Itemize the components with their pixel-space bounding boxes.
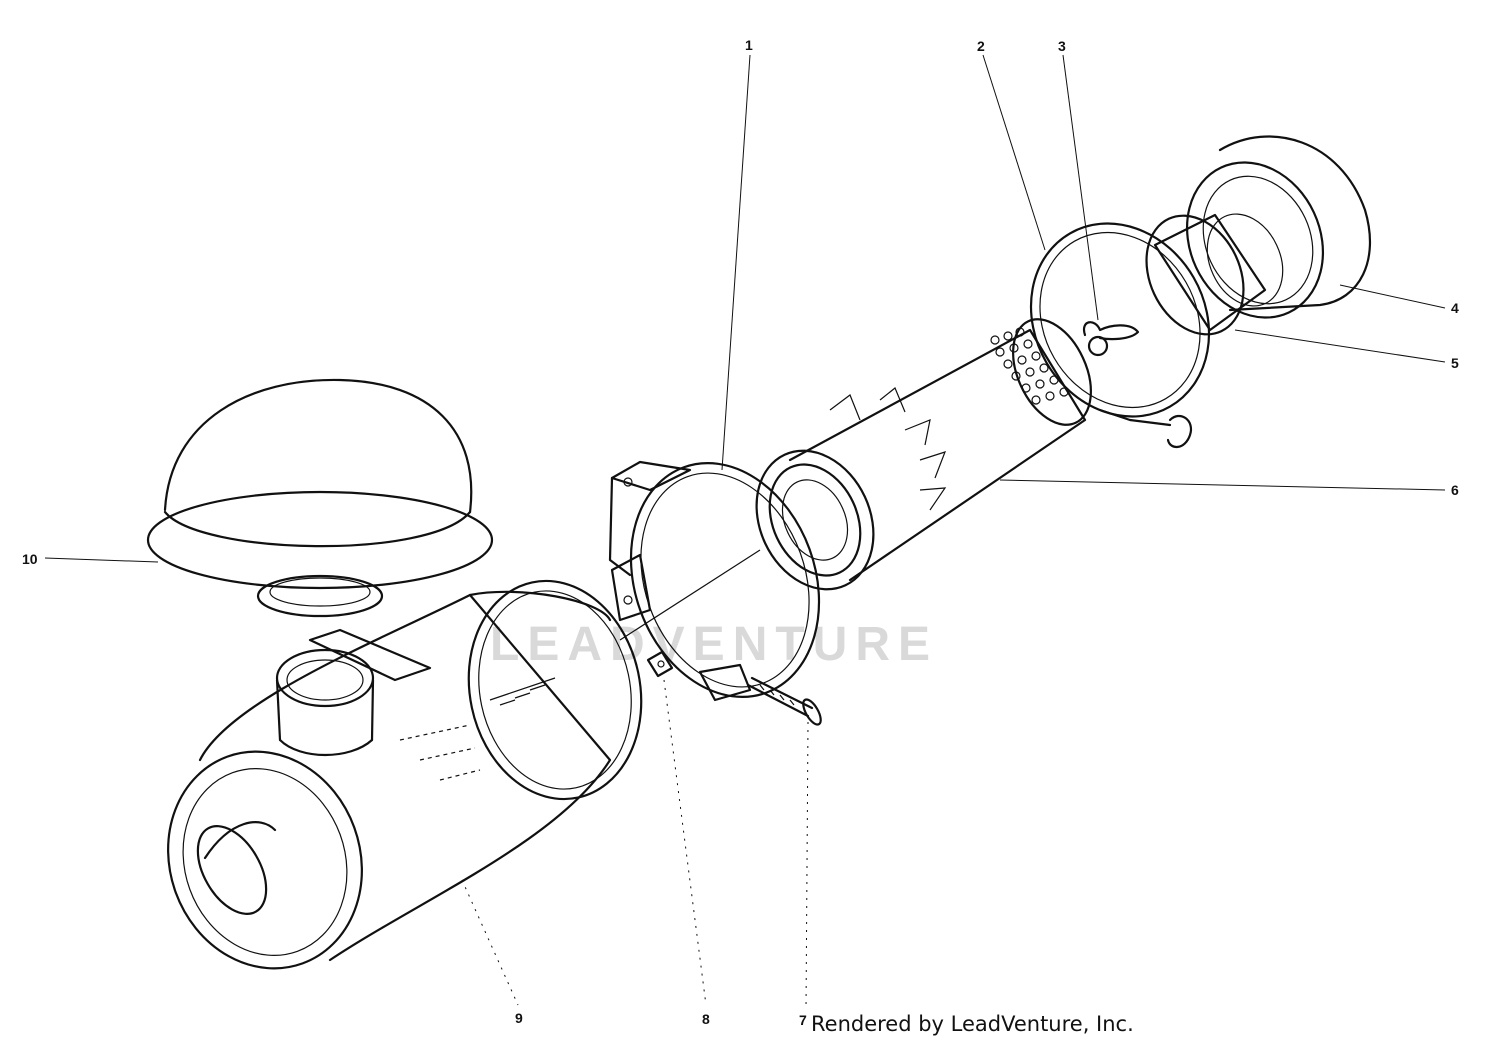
callout-8: 8: [702, 1011, 710, 1027]
callout-6: 6: [1451, 482, 1459, 498]
callout-labels: 1 2 3 4 5 6 7 8 9 10: [22, 37, 1459, 1028]
part-7-bolt: [746, 676, 822, 726]
callout-10: 10: [22, 551, 38, 567]
callout-9: 9: [515, 1010, 523, 1026]
part-3-wing-nut: [1082, 321, 1140, 357]
part-8-nut: [646, 650, 674, 678]
callout-5: 5: [1451, 355, 1459, 371]
callout-1: 1: [745, 37, 753, 53]
part-10-dome-cap: [146, 378, 494, 618]
part-6-filter-element: [755, 318, 1092, 591]
part-5-pre-cleaner: [1145, 213, 1284, 336]
callout-7: 7: [799, 1012, 807, 1028]
callout-4: 4: [1451, 300, 1459, 316]
part-4-cover-cup: [1185, 135, 1372, 319]
part-9-housing: [167, 579, 643, 970]
callout-3: 3: [1058, 38, 1066, 54]
part-1-clamp: [608, 460, 821, 702]
watermark-text: LEADVENTURE: [490, 618, 938, 671]
leader-lines: [44, 54, 1446, 1011]
part-2-clamp-band: [1029, 222, 1211, 448]
callout-2: 2: [977, 38, 985, 54]
credit-text: Rendered by LeadVenture, Inc.: [811, 1012, 1134, 1036]
